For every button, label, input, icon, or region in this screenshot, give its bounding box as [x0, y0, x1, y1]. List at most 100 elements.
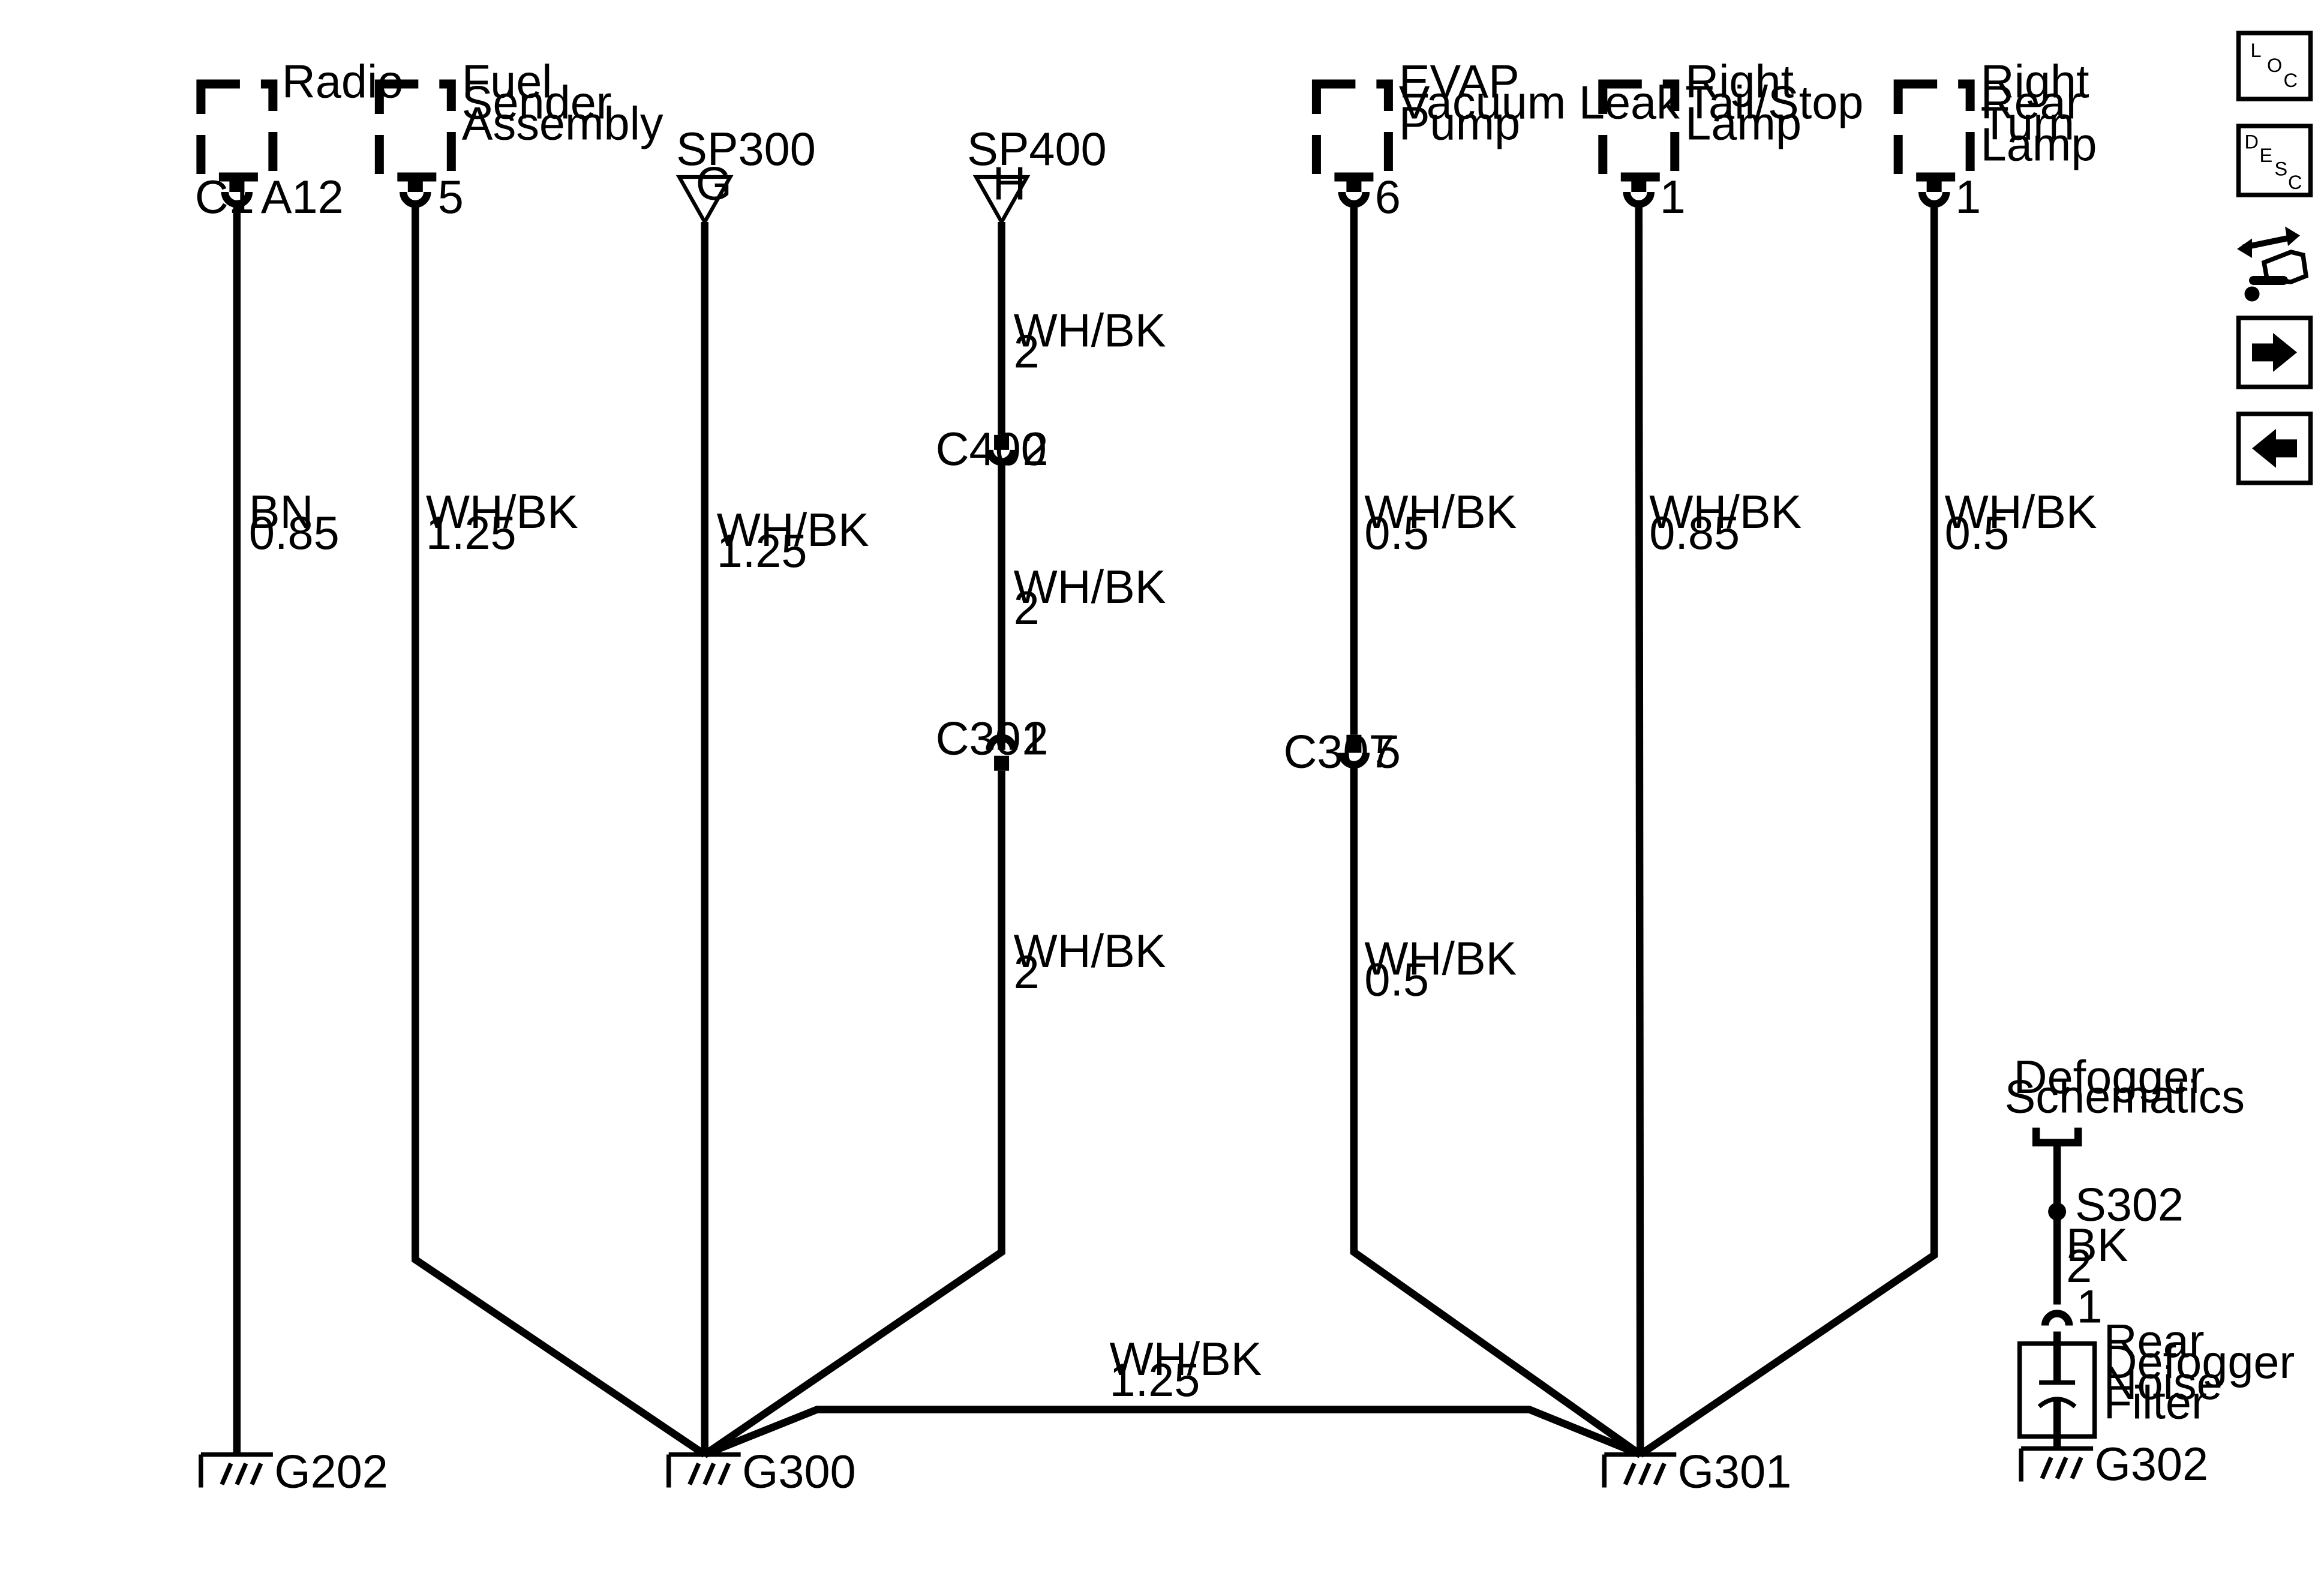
connector-c400[interactable]: C400 2 — [936, 424, 1049, 475]
rear-turn-pin-label: 1 — [1955, 172, 1981, 223]
ground-g302[interactable]: G302 — [2019, 1439, 2209, 1490]
evap-label-3: Pump — [1399, 98, 1520, 150]
fuel-sender-label-2: Sender — [462, 77, 612, 129]
evap-top-wire-color: WH/BK — [1364, 487, 1517, 538]
c301-label: C301 — [936, 713, 1047, 764]
loc-letter-1: L — [2251, 40, 2262, 61]
right-rear-turn-lamp-component[interactable]: Right Rear Turn Lamp — [1893, 56, 2097, 182]
radio-component[interactable]: Radio — [196, 56, 403, 182]
defogger-schematics-reference[interactable]: Defogger Schematics — [2005, 1052, 2245, 1146]
right-tail-stop-lamp-component[interactable]: Right Tail/Stop Lamp — [1598, 56, 1864, 182]
g300-label: G300 — [742, 1446, 856, 1497]
defogger-filter-label-3: Noise — [2104, 1358, 2223, 1409]
evap-pin-label: 6 — [1375, 172, 1401, 223]
evap-top-wire-size: 0.5 — [1364, 508, 1429, 559]
fuel-sender-wire-color: WH/BK — [426, 487, 578, 538]
tail-stop-wire — [1635, 203, 1644, 1455]
radio-connector-label: C1 — [195, 172, 254, 223]
splice-s302[interactable]: S302 — [2048, 1179, 2184, 1231]
sp300-wire-size: 1.25 — [717, 526, 807, 577]
rear-turn-label-2: Rear — [1981, 77, 2082, 129]
radio-wire-size: 0.85 — [249, 508, 340, 559]
sp400-bottom-wire-color: WH/BK — [1014, 926, 1166, 977]
radio-pin-label: A12 — [261, 172, 344, 223]
fuel-sender-wire-size: 1.25 — [426, 508, 517, 559]
fuel-sender-label-3: Assembly — [462, 98, 663, 150]
g302-label: G302 — [2095, 1439, 2209, 1490]
ground-g202[interactable]: G202 — [199, 1446, 388, 1497]
arrow-right-icon[interactable] — [2236, 316, 2313, 389]
rear-turn-wire-color: WH/BK — [1945, 487, 2097, 538]
g300-g301-wire-size: 1.25 — [1110, 1355, 1200, 1406]
defogger-ref-label-2: Schematics — [2005, 1071, 2245, 1123]
tail-stop-label-2: Tail/Stop — [1685, 77, 1863, 129]
tail-stop-label-3: Lamp — [1685, 98, 1801, 150]
loc-button[interactable]: L O C — [2236, 31, 2313, 101]
sp400-mid-wire-size: 2 — [1014, 583, 1040, 634]
g300-g301-wire-color: WH/BK — [1110, 1334, 1262, 1385]
fuel-sender-label-1: Fuel — [462, 56, 553, 108]
radio-wire-color: BN — [249, 487, 314, 538]
rear-defogger-noise-filter[interactable]: Rear Defogger Noise Filter — [2017, 1316, 2295, 1439]
tail-stop-wire-color: WH/BK — [1649, 487, 1801, 538]
evap-wire — [1350, 764, 1643, 1458]
defogger-ref-label-1: Defogger — [2014, 1052, 2205, 1103]
connector-end-view-icon[interactable] — [2237, 226, 2309, 302]
sp400-top-wire-size: 2 — [1014, 326, 1040, 377]
c400-pin-label: 2 — [1023, 424, 1049, 475]
s302-label: S302 — [2075, 1179, 2184, 1231]
sp400-mid-wire-color: WH/BK — [1014, 562, 1166, 613]
tail-stop-pin-label: 1 — [1660, 172, 1686, 223]
loc-letter-2: O — [2267, 55, 2282, 76]
sp400-label: SP400 — [967, 124, 1107, 175]
fuel-sender-wire — [412, 204, 707, 1458]
sp300-wire-color: WH/BK — [717, 505, 869, 556]
g300-g301-wire — [703, 1406, 1642, 1458]
ground-g301[interactable]: G301 — [1602, 1446, 1792, 1497]
desc-letter-2: E — [2260, 145, 2273, 166]
g202-label: G202 — [274, 1446, 388, 1497]
ground-g300[interactable]: G300 — [666, 1446, 856, 1497]
sp400-letter: H — [993, 158, 1026, 210]
c301-pin-label: 2 — [1023, 713, 1049, 764]
tail-stop-wire-size: 0.85 — [1649, 508, 1740, 559]
rear-turn-label-1: Right — [1981, 56, 2089, 108]
defogger-filter-label-4: Filter — [2104, 1377, 2207, 1428]
loc-letter-3: C — [2284, 70, 2298, 91]
sp400-wire — [702, 770, 1005, 1458]
defogger-filter-label-2: Defogger — [2104, 1337, 2295, 1388]
sp400-top-wire-color: WH/BK — [1014, 305, 1166, 356]
connector-c307[interactable]: C307 5 — [1283, 727, 1401, 778]
sp300-label: SP300 — [676, 124, 816, 175]
defogger-filter-pin-label: 1 — [2077, 1281, 2103, 1333]
rear-turn-wire — [1638, 204, 1938, 1458]
defogger-filter-label-1: Rear — [2104, 1316, 2205, 1367]
g301-label: G301 — [1678, 1446, 1792, 1497]
fuel-sender-component[interactable]: Fuel Sender Assembly — [374, 56, 663, 182]
splice-sp300[interactable]: SP300 G — [675, 124, 816, 226]
arrow-left-icon[interactable] — [2236, 412, 2313, 485]
desc-letter-1: D — [2245, 131, 2259, 153]
tail-stop-label-1: Right — [1685, 56, 1794, 108]
defogger-wire-size: 2 — [2066, 1241, 2092, 1292]
desc-button[interactable]: D E S C — [2236, 124, 2313, 197]
desc-letter-4: C — [2288, 172, 2302, 193]
c400-label: C400 — [936, 424, 1047, 475]
evap-pump-component[interactable]: EVAP Vacuum Leak Pump — [1311, 56, 1680, 182]
connector-c301[interactable]: C301 2 — [936, 713, 1049, 771]
evap-bottom-wire-size: 0.5 — [1364, 954, 1429, 1006]
rear-turn-wire-size: 0.5 — [1945, 508, 2010, 559]
c307-pin-label: 5 — [1375, 727, 1401, 778]
desc-letter-3: S — [2275, 158, 2288, 180]
evap-label-1: EVAP — [1399, 56, 1520, 108]
rear-turn-label-3: Turn — [1981, 98, 2074, 150]
rear-turn-label-4: Lamp — [1981, 119, 2097, 171]
evap-bottom-wire-color: WH/BK — [1364, 933, 1517, 985]
splice-sp400[interactable]: SP400 H — [967, 124, 1107, 226]
defogger-wire-color: BK — [2066, 1220, 2128, 1271]
fuel-sender-pin-label: 5 — [438, 172, 464, 223]
sp300-letter: G — [696, 158, 732, 210]
sp400-bottom-wire-size: 2 — [1014, 947, 1040, 998]
c307-label: C307 — [1283, 727, 1394, 778]
